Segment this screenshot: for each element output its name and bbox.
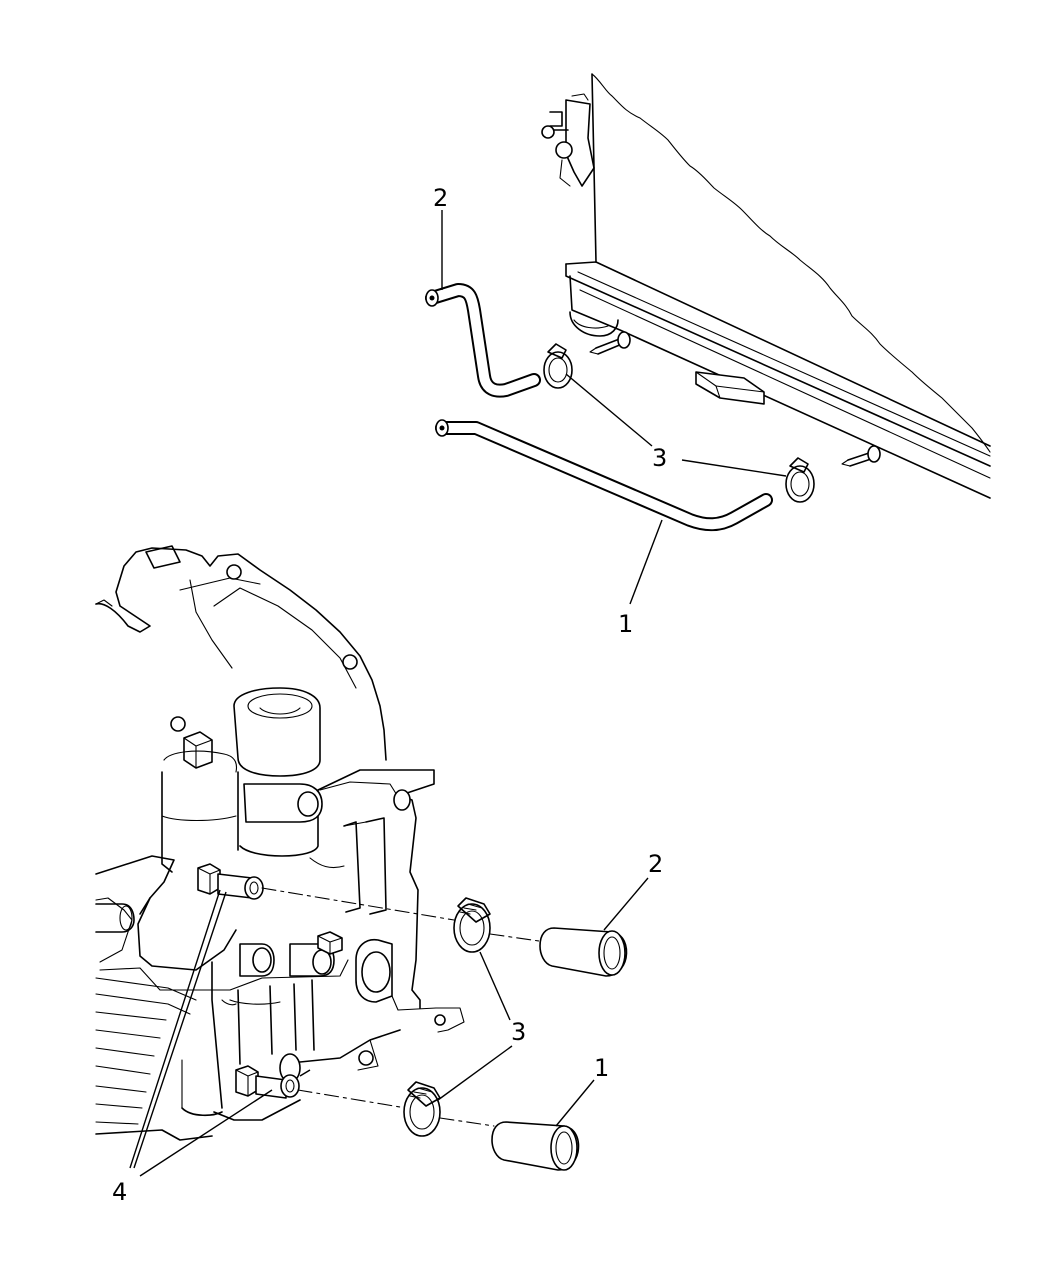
clamp-upper-b bbox=[785, 457, 815, 503]
hose-2-lower-part bbox=[539, 927, 628, 977]
callout-clamp-3-lower: 3 bbox=[511, 1018, 526, 1046]
callout-hose-1-upper: 1 bbox=[618, 610, 633, 638]
radiator bbox=[541, 73, 991, 499]
hose-2-upper-part bbox=[425, 283, 541, 398]
transmission-housing bbox=[95, 545, 465, 1141]
fitting-4-lower bbox=[235, 1065, 300, 1099]
clamp-lower-b bbox=[403, 1081, 441, 1137]
hose-1-upper-part bbox=[435, 419, 773, 532]
clamp-lower-a bbox=[453, 897, 491, 953]
callout-clamp-3-upper: 3 bbox=[652, 444, 667, 472]
callout-hose-2-lower: 2 bbox=[648, 850, 663, 878]
leaders bbox=[129, 210, 787, 1177]
clamp-upper-a bbox=[543, 343, 573, 389]
callout-hose-1-lower: 1 bbox=[594, 1054, 609, 1082]
hose-1-lower-part bbox=[491, 1121, 580, 1171]
fitting-4-upper bbox=[197, 863, 264, 900]
callout-hose-2-upper: 2 bbox=[433, 184, 448, 212]
callout-fitting-4: 4 bbox=[112, 1178, 127, 1206]
